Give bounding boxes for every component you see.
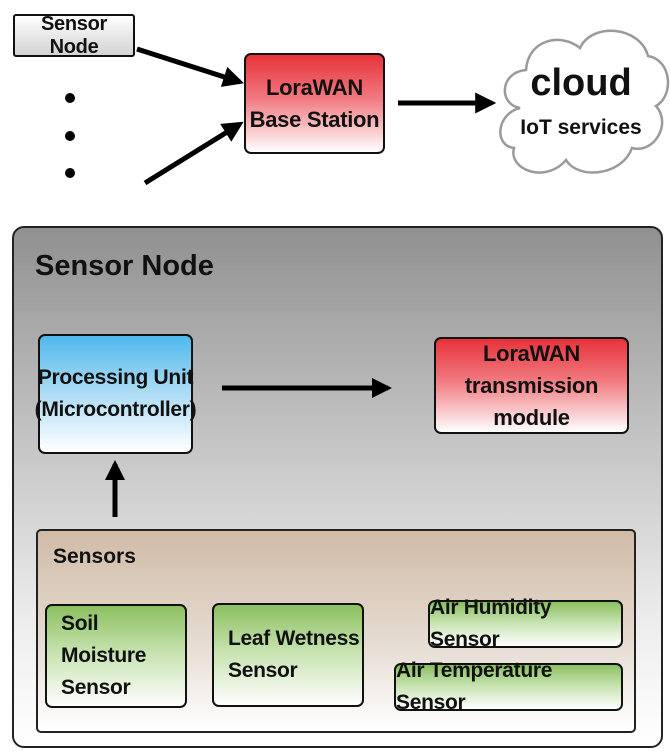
soil-moisture-sensor-label: Soil Moisture Sensor bbox=[61, 612, 147, 699]
transmission-module-label: LoraWAN transmission module bbox=[464, 340, 599, 430]
cloud-title: cloud bbox=[530, 62, 632, 104]
cloud-shape bbox=[499, 29, 670, 174]
transmission-module-box: LoraWAN transmission module bbox=[434, 337, 629, 434]
sensor-node-box: Sensor Node bbox=[13, 12, 135, 58]
leaf-wetness-sensor-label: Leaf Wetness Sensor bbox=[228, 627, 360, 682]
arrow-others-to-base bbox=[143, 121, 244, 186]
air-humidity-sensor-label: Air Humidity Sensor bbox=[430, 596, 552, 651]
soil-moisture-sensor-box: Soil Moisture Sensor bbox=[45, 604, 187, 708]
processing-unit-label: Processing Unit (Microcontroller) bbox=[34, 366, 197, 421]
cloud-subtitle: IoT services bbox=[520, 116, 642, 139]
ellipsis-dot-3 bbox=[65, 168, 75, 178]
sensors-panel-title: Sensors bbox=[53, 545, 136, 568]
arrow-sensor-to-base bbox=[136, 46, 244, 87]
sensor-node-panel-title: Sensor Node bbox=[35, 250, 214, 282]
ellipsis-dot-2 bbox=[65, 131, 75, 141]
air-temperature-sensor-box: Air Temperature Sensor bbox=[394, 659, 623, 714]
sensor-node-label: Sensor Node bbox=[40, 12, 107, 58]
air-temperature-sensor-label: Air Temperature Sensor bbox=[396, 659, 553, 714]
air-humidity-sensor-box: Air Humidity Sensor bbox=[428, 596, 623, 651]
base-station-box: LoraWAN Base Station bbox=[244, 53, 385, 154]
base-station-label: LoraWAN Base Station bbox=[249, 74, 380, 132]
ellipsis-dot-1 bbox=[65, 93, 75, 103]
processing-unit-box: Processing Unit (Microcontroller) bbox=[35, 334, 197, 454]
leaf-wetness-sensor-box: Leaf Wetness Sensor bbox=[212, 603, 364, 707]
